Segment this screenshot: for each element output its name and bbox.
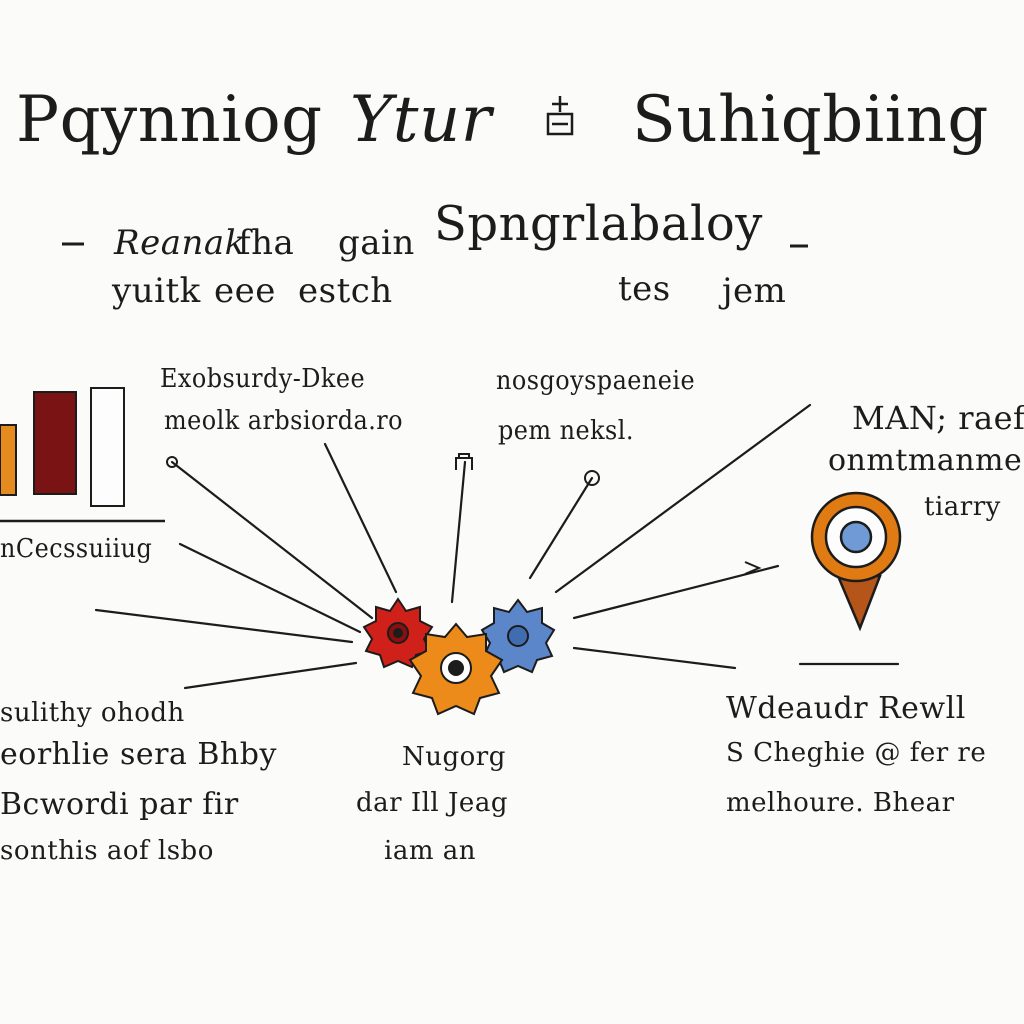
- pin-tail: [836, 574, 882, 632]
- gear-red: [362, 597, 434, 669]
- connector-line: [178, 542, 362, 634]
- location-pin-icon: [810, 491, 902, 632]
- label-line: sulithy ohodh: [0, 698, 185, 728]
- subtitle-word: estch: [298, 271, 393, 311]
- chart-caption: nCecssuiiug: [0, 534, 153, 564]
- label-line: Wdeaudr Rewll: [726, 691, 966, 726]
- label-line: Nugorg: [402, 742, 506, 772]
- line-markers: [166, 453, 762, 575]
- subtitle-word: Reanak: [114, 223, 246, 263]
- title-glyph-icon: [546, 96, 574, 136]
- subtitle-word: gain: [338, 223, 415, 263]
- label-line: iam an: [384, 836, 476, 866]
- connector-line: [170, 460, 374, 620]
- label-line: Bcwordi par fir: [0, 787, 239, 822]
- chart-bar-dark-red: [33, 391, 77, 495]
- label-line: nosgoyspaeneie: [496, 366, 696, 396]
- label-line: pem neksl.: [498, 416, 634, 446]
- label-line: Exobsurdy-Dkee: [160, 364, 366, 394]
- label-line: onmtmanme: [828, 443, 1023, 478]
- label-line: MAN; raeft: [852, 399, 1024, 437]
- bar-chart-icon: [0, 387, 165, 523]
- connector-line: [450, 460, 467, 604]
- subtitle-word: eee: [214, 271, 276, 311]
- label-line: meolk arbsiorda.ro: [164, 406, 404, 436]
- subtitle-word: yuitk: [112, 271, 201, 311]
- connector-line: [554, 403, 812, 594]
- gear-cluster-icon: [362, 597, 556, 716]
- title-word-3: Suhiqbiing: [632, 83, 989, 157]
- label-line: eorhlie sera Bhby: [0, 737, 277, 772]
- chart-bar-empty: [90, 387, 125, 507]
- gear-orange: [408, 622, 504, 716]
- connector-lines: [94, 403, 900, 690]
- pin-center: [839, 520, 873, 554]
- connector-line: [323, 442, 398, 594]
- title-word-1: Pqynniog: [16, 83, 323, 157]
- label-line: S Cheghie @ fer re: [726, 738, 987, 768]
- connector-line: [183, 661, 358, 690]
- label-line: sonthis aof lsbo: [0, 836, 214, 866]
- label-line: dar Ill Jeag: [356, 788, 508, 818]
- chart-bar-orange: [0, 424, 17, 496]
- subtitle-word: tes: [618, 269, 671, 309]
- subtitle-word: fha: [238, 223, 295, 263]
- label-line: melhoure. Bhear: [726, 788, 955, 818]
- subtitle-highlight: Spngrlabaloy: [434, 196, 763, 252]
- connector-line: [572, 564, 780, 620]
- label-line: tiarry: [924, 492, 1001, 522]
- marker-arrow: [744, 561, 762, 575]
- connector-line: [572, 646, 737, 670]
- connector-line: [528, 476, 594, 580]
- subtitle-word: jem: [722, 271, 787, 311]
- gear-blue: [480, 598, 556, 674]
- marker-pin: [455, 453, 473, 470]
- marker-hook: [584, 470, 600, 486]
- title-word-2: Ytur: [350, 83, 492, 157]
- connector-line: [94, 608, 354, 644]
- subtitle-dashes: [62, 242, 808, 248]
- marker-dot: [166, 456, 178, 468]
